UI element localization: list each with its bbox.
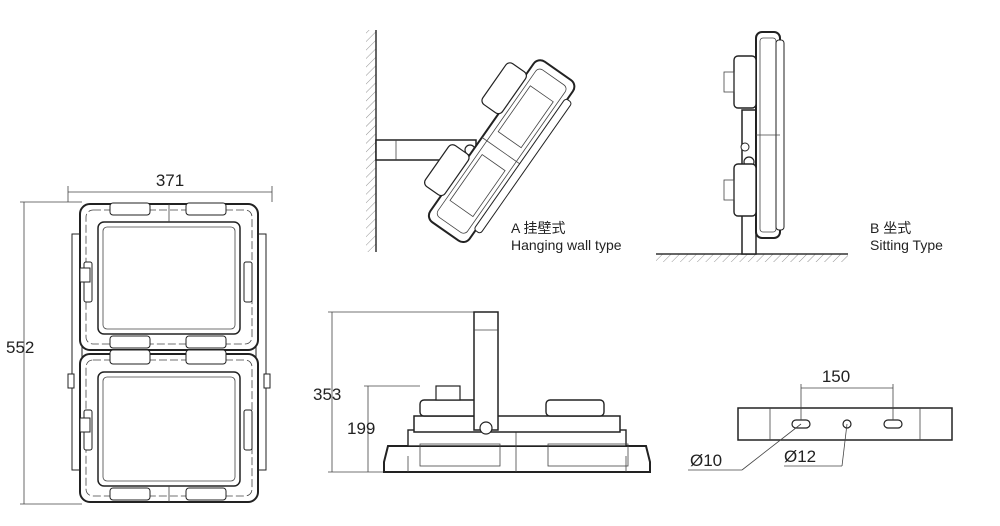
side-body-height-label: 199	[347, 419, 375, 438]
sitting-caption-cn: B 坐式	[870, 220, 911, 236]
sitting-view: B 坐式 Sitting Type	[656, 31, 943, 262]
hole-diameter-label: Ø12	[784, 447, 816, 466]
front-height-dimension: 552	[6, 201, 82, 505]
hole-leader: Ø12	[784, 423, 848, 467]
side-total-height-label: 353	[313, 385, 341, 404]
sitting-caption-en: Sitting Type	[870, 237, 943, 253]
side-total-height-dimension: 353	[313, 311, 476, 473]
side-body-height-dimension: 199	[347, 385, 420, 472]
front-width-dimension: 371	[67, 171, 273, 202]
wall-mount-view: A 挂壁式 Hanging wall type	[366, 30, 622, 253]
front-height-label: 552	[6, 338, 34, 357]
wall-caption-en: Hanging wall type	[511, 237, 622, 253]
slot-diameter-label: Ø10	[690, 451, 722, 470]
bracket-spacing-label: 150	[822, 367, 850, 386]
bracket-spacing-dimension: 150	[800, 367, 894, 420]
front-width-label: 371	[156, 171, 184, 190]
side-view: 353 199	[313, 311, 651, 473]
bracket-detail: 150 Ø10 Ø12	[688, 367, 953, 471]
wall-caption-cn: A 挂壁式	[511, 220, 565, 236]
slot-leader: Ø10	[688, 423, 802, 471]
front-bottom-label-plate	[79, 417, 91, 433]
front-view: 371 552	[6, 171, 273, 505]
front-top-label-plate	[79, 267, 91, 283]
